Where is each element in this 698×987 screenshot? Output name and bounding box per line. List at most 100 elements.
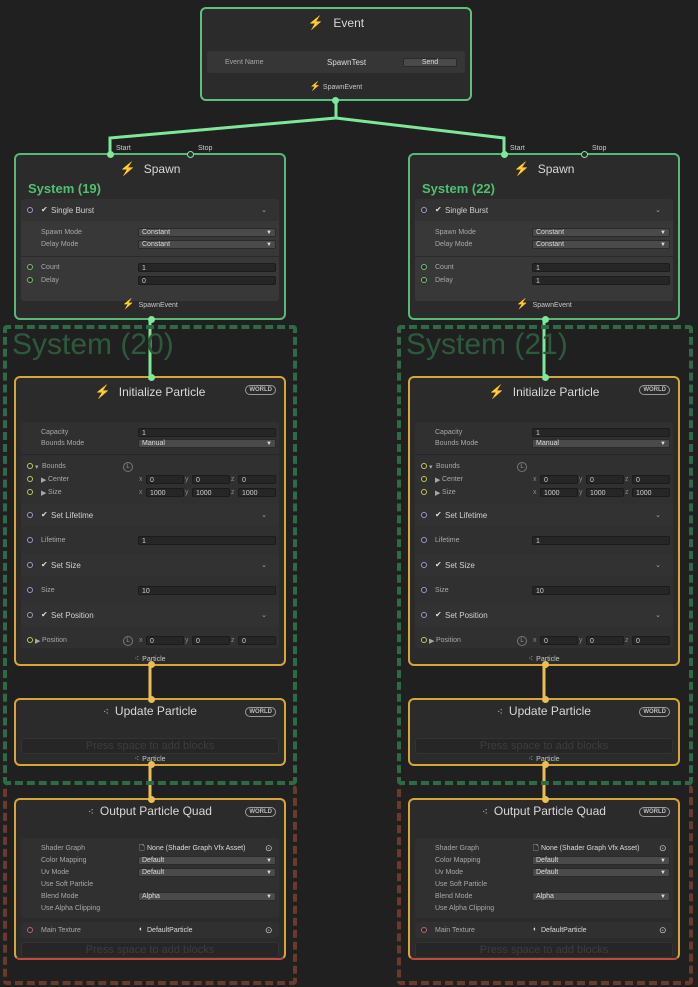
color-mapping-dropdown[interactable]: Default▼ bbox=[138, 856, 276, 865]
color-mapping-dropdown[interactable]: Default▼ bbox=[532, 856, 670, 865]
size-x-field[interactable]: 1000 bbox=[146, 488, 184, 497]
position-z-field[interactable]: 0 bbox=[632, 636, 670, 645]
set-size-block[interactable]: ✔Set Size⌄ bbox=[415, 554, 673, 576]
size-value-field[interactable]: 10 bbox=[138, 586, 276, 595]
initialize-input-port[interactable] bbox=[148, 374, 155, 381]
add-block-placeholder[interactable]: Press space to add blocks bbox=[21, 738, 279, 754]
lifetime-field[interactable]: 1 bbox=[532, 536, 670, 545]
position-x-field[interactable]: 0 bbox=[540, 636, 578, 645]
delay-mode-dropdown[interactable]: Constant▼ bbox=[532, 240, 670, 249]
expand-triangle-icon[interactable]: ▶ bbox=[35, 638, 41, 645]
bounds-mode-dropdown[interactable]: Manual▼ bbox=[138, 439, 276, 448]
lifetime-field[interactable]: 1 bbox=[138, 536, 276, 545]
bounds-port[interactable] bbox=[421, 463, 427, 469]
lifetime-port[interactable] bbox=[421, 537, 427, 543]
blend-mode-dropdown[interactable]: Alpha▼ bbox=[138, 892, 276, 901]
center-y-field[interactable]: 0 bbox=[586, 475, 624, 484]
main-texture-value[interactable]: DefaultParticle bbox=[147, 927, 193, 934]
update-output-port[interactable] bbox=[148, 761, 155, 768]
block-port[interactable] bbox=[421, 207, 427, 213]
delay-mode-dropdown[interactable]: Constant▼ bbox=[138, 240, 276, 249]
world-space-badge[interactable]: WORLD bbox=[245, 707, 276, 717]
center-z-field[interactable]: 0 bbox=[632, 475, 670, 484]
expand-triangle-icon[interactable]: ▶ bbox=[429, 638, 435, 645]
soft-particle-label[interactable]: Use Soft Particle bbox=[41, 881, 94, 888]
size-z-field[interactable]: 1000 bbox=[238, 488, 276, 497]
expand-triangle-icon[interactable]: ▾ bbox=[35, 464, 39, 471]
count-field[interactable]: 1 bbox=[138, 263, 276, 272]
capacity-field[interactable]: 1 bbox=[532, 428, 670, 437]
chevron-down-icon[interactable]: ⌄ bbox=[261, 207, 267, 214]
checkmark-icon[interactable]: ✔ bbox=[435, 610, 442, 619]
position-port[interactable] bbox=[27, 637, 33, 643]
center-z-field[interactable]: 0 bbox=[238, 475, 276, 484]
local-space-toggle[interactable]: L bbox=[517, 636, 527, 646]
size-value-port[interactable] bbox=[421, 587, 427, 593]
output-input-port[interactable] bbox=[148, 796, 155, 803]
center-y-field[interactable]: 0 bbox=[192, 475, 230, 484]
object-picker-icon[interactable]: ⊙ bbox=[265, 843, 273, 853]
delay-field[interactable]: 1 bbox=[532, 276, 670, 285]
block-port[interactable] bbox=[421, 612, 427, 618]
center-x-field[interactable]: 0 bbox=[146, 475, 184, 484]
object-picker-icon[interactable]: ⊙ bbox=[659, 843, 667, 853]
lifetime-port[interactable] bbox=[27, 537, 33, 543]
spawn-mode-dropdown[interactable]: Constant▼ bbox=[532, 228, 670, 237]
checkmark-icon[interactable]: ✔ bbox=[41, 560, 48, 569]
expand-triangle-icon[interactable]: ▾ bbox=[429, 464, 433, 471]
delay-field[interactable]: 0 bbox=[138, 276, 276, 285]
position-x-field[interactable]: 0 bbox=[146, 636, 184, 645]
position-port[interactable] bbox=[421, 637, 427, 643]
send-button[interactable]: Send bbox=[403, 58, 457, 67]
uv-mode-dropdown[interactable]: Default▼ bbox=[532, 868, 670, 877]
block-port[interactable] bbox=[27, 562, 33, 568]
local-space-toggle[interactable]: L bbox=[123, 636, 133, 646]
world-space-badge[interactable]: WORLD bbox=[639, 807, 670, 817]
update-input-port[interactable] bbox=[542, 696, 549, 703]
add-block-placeholder[interactable]: Press space to add blocks bbox=[415, 942, 673, 958]
object-picker-icon[interactable]: ⊙ bbox=[659, 925, 667, 935]
start-port[interactable] bbox=[107, 151, 114, 158]
size-y-field[interactable]: 1000 bbox=[586, 488, 624, 497]
soft-particle-label[interactable]: Use Soft Particle bbox=[435, 881, 488, 888]
spawn-output-port[interactable] bbox=[542, 316, 549, 323]
size-z-field[interactable]: 1000 bbox=[632, 488, 670, 497]
chevron-down-icon[interactable]: ⌄ bbox=[261, 562, 267, 569]
initialize-input-port[interactable] bbox=[542, 374, 549, 381]
main-texture-value[interactable]: DefaultParticle bbox=[541, 927, 587, 934]
center-x-field[interactable]: 0 bbox=[540, 475, 578, 484]
chevron-down-icon[interactable]: ⌄ bbox=[655, 207, 661, 214]
blend-mode-dropdown[interactable]: Alpha▼ bbox=[532, 892, 670, 901]
checkmark-icon[interactable]: ✔ bbox=[435, 205, 442, 214]
set-position-block[interactable]: ✔Set Position⌄ bbox=[21, 604, 279, 626]
block-port[interactable] bbox=[421, 562, 427, 568]
size-x-field[interactable]: 1000 bbox=[540, 488, 578, 497]
size-value-port[interactable] bbox=[27, 587, 33, 593]
shader-graph-value[interactable]: None (Shader Graph Vfx Asset) bbox=[541, 845, 640, 852]
add-block-placeholder[interactable]: Press space to add blocks bbox=[21, 942, 279, 958]
spawn-mode-dropdown[interactable]: Constant▼ bbox=[138, 228, 276, 237]
stop-port[interactable] bbox=[581, 151, 588, 158]
event-output-port[interactable] bbox=[332, 97, 339, 104]
bounds-port[interactable] bbox=[27, 463, 33, 469]
main-texture-port[interactable] bbox=[27, 927, 33, 933]
output-input-port[interactable] bbox=[542, 796, 549, 803]
local-space-toggle[interactable]: L bbox=[123, 462, 133, 472]
checkmark-icon[interactable]: ✔ bbox=[41, 510, 48, 519]
count-port[interactable] bbox=[27, 264, 33, 270]
chevron-down-icon[interactable]: ⌄ bbox=[655, 512, 661, 519]
initialize-output-port[interactable] bbox=[148, 661, 155, 668]
set-lifetime-block[interactable]: ✔Set Lifetime⌄ bbox=[415, 504, 673, 526]
initialize-output-port[interactable] bbox=[542, 661, 549, 668]
count-port[interactable] bbox=[421, 264, 427, 270]
chevron-down-icon[interactable]: ⌄ bbox=[655, 562, 661, 569]
checkmark-icon[interactable]: ✔ bbox=[41, 205, 48, 214]
